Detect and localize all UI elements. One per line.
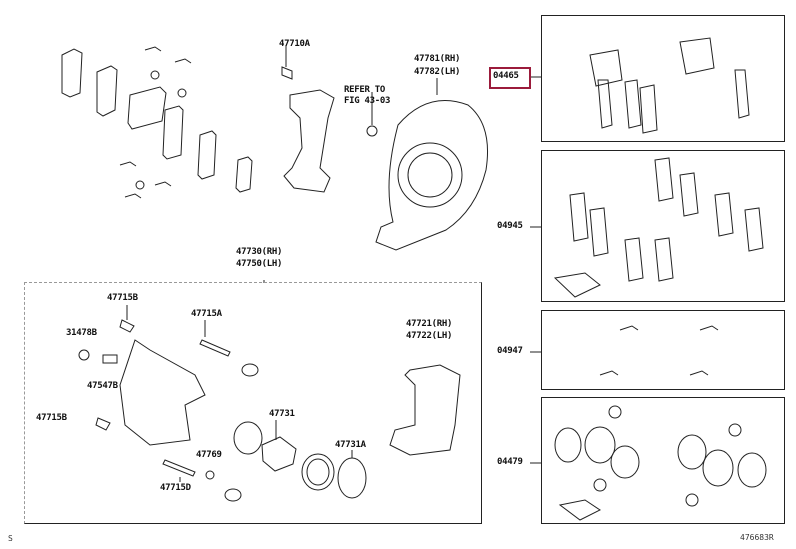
part-47731[interactable]: 47731	[269, 409, 295, 419]
part-47731A[interactable]: 47731A	[335, 440, 366, 450]
panel-04479	[541, 397, 785, 524]
highlight-04465	[489, 67, 531, 89]
panel-04947	[541, 310, 785, 390]
part-47782[interactable]: 47782(LH)	[414, 67, 461, 77]
refer-note-line1: REFER TO	[344, 85, 385, 95]
part-47710A[interactable]: 47710A	[279, 39, 310, 49]
part-04947[interactable]: 04947	[497, 346, 523, 356]
part-47715D[interactable]: 47715D	[160, 483, 191, 493]
part-04479[interactable]: 04479	[497, 457, 523, 467]
part-47547B[interactable]: 47547B	[87, 381, 118, 391]
part-47721[interactable]: 47721(RH)	[406, 319, 453, 329]
part-47722[interactable]: 47722(LH)	[406, 331, 453, 341]
caliper-bracket-top	[281, 45, 378, 193]
footer-left-mark: S	[8, 534, 13, 543]
part-47715B-bottom[interactable]: 47715B	[36, 413, 67, 423]
part-04945[interactable]: 04945	[497, 221, 523, 231]
caliper-assembly	[78, 280, 461, 502]
part-47750[interactable]: 47750(LH)	[236, 259, 283, 269]
part-31478B[interactable]: 31478B	[66, 328, 97, 338]
caliper-assembly-frame	[24, 282, 482, 524]
part-47730[interactable]: 47730(RH)	[236, 247, 283, 257]
part-47715A[interactable]: 47715A	[191, 309, 222, 319]
part-04465[interactable]: 04465	[493, 71, 519, 81]
panel-04465	[541, 15, 785, 142]
panel-04945	[541, 150, 785, 302]
part-47769[interactable]: 47769	[196, 450, 222, 460]
refer-note-fig-link[interactable]: FIG 43-03	[344, 96, 391, 106]
figure-id: 476683R	[740, 533, 774, 542]
part-47781[interactable]: 47781(RH)	[414, 54, 461, 64]
dust-shield	[375, 78, 489, 251]
right-panel-illustrations	[553, 37, 767, 521]
brake-pads-illustration	[61, 46, 253, 199]
part-47715B-top[interactable]: 47715B	[107, 293, 138, 303]
